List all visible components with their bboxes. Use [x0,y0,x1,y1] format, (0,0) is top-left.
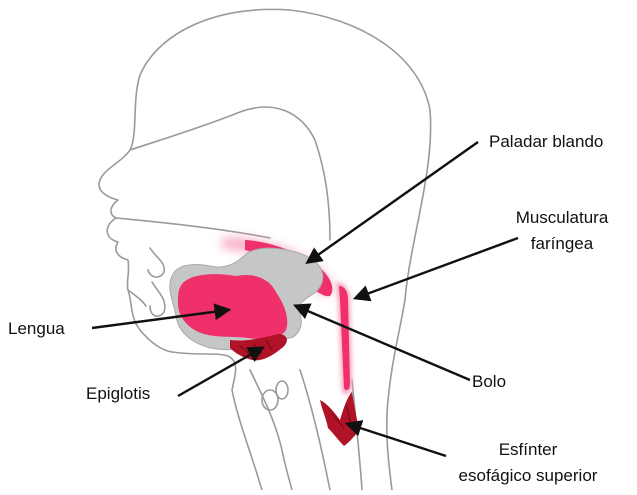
label-soft-palate: Paladar blando [489,131,603,153]
lower-teeth [150,282,165,316]
trachea-ring [276,381,288,399]
arrow-soft-palate [308,142,478,262]
label-sphincter-line2: esofágico superior [448,465,608,487]
label-bolus: Bolo [472,371,506,393]
label-epiglottis: Epiglotis [86,383,150,405]
arrow-sphincter [348,424,446,456]
label-tongue: Lengua [8,318,65,340]
label-pharyngeal-muscles-line1: Musculatura [502,207,622,229]
airway-wall [300,370,330,490]
label-pharyngeal-muscles-line2: faríngea [502,233,622,255]
arrow-bolus [296,306,470,380]
neck-back [387,300,405,490]
label-sphincter-line1: Esfínter [448,439,608,461]
arrow-pharyngeal-muscles [356,238,518,298]
nasal-cavity [130,107,330,240]
palate-line [116,218,270,238]
upper-teeth [148,248,164,277]
